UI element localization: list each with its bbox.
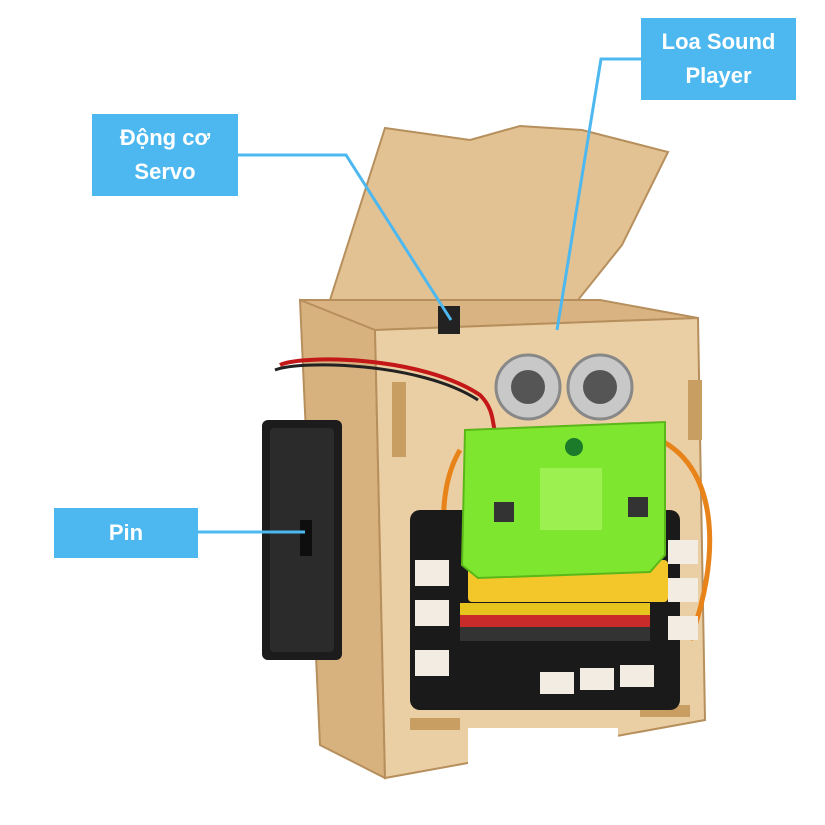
grove-port-3 (415, 650, 449, 676)
grove-port-2 (415, 600, 449, 626)
ultrasonic-eye-right-inner (583, 370, 617, 404)
battery-wire-red (279, 357, 497, 432)
pin-header-yellow (460, 603, 650, 615)
microbit-button-b (628, 497, 648, 517)
front-tab-left (392, 382, 406, 457)
label-speaker-line1: Loa Sound (661, 29, 776, 54)
label-speaker: Loa Sound Player (641, 18, 796, 100)
pin-header-black (460, 627, 650, 641)
leader-line-speaker (555, 57, 641, 331)
label-servo: Động cơ Servo (92, 114, 238, 196)
grove-port-7 (668, 540, 698, 564)
sensor-wire (658, 437, 713, 641)
label-speaker-line2: Player (685, 63, 752, 88)
servo-motor (438, 306, 460, 334)
label-servo-line2: Servo (134, 159, 196, 184)
pin-header-red (460, 615, 650, 627)
grove-port-1 (415, 560, 449, 586)
battery-wire-black (274, 363, 479, 402)
label-battery-text: Pin (108, 520, 144, 545)
led-matrix (540, 468, 602, 530)
grove-port-5 (580, 668, 614, 690)
front-tab-bottom-left (410, 718, 460, 730)
microbit-button-a (494, 502, 514, 522)
grove-port-8 (668, 578, 698, 602)
grove-port-6 (620, 665, 654, 687)
wooden-lid (328, 124, 670, 314)
microbit-logo (565, 438, 583, 456)
label-servo-line1: Động cơ (119, 125, 211, 150)
label-battery: Pin (54, 508, 198, 558)
battery-switch (300, 520, 312, 556)
grove-port-4 (540, 672, 574, 694)
leader-line-servo (238, 153, 453, 321)
front-tab-right (688, 380, 702, 440)
grove-port-9 (668, 616, 698, 640)
ultrasonic-eye-left-inner (511, 370, 545, 404)
front-foot-cutout (468, 728, 618, 783)
